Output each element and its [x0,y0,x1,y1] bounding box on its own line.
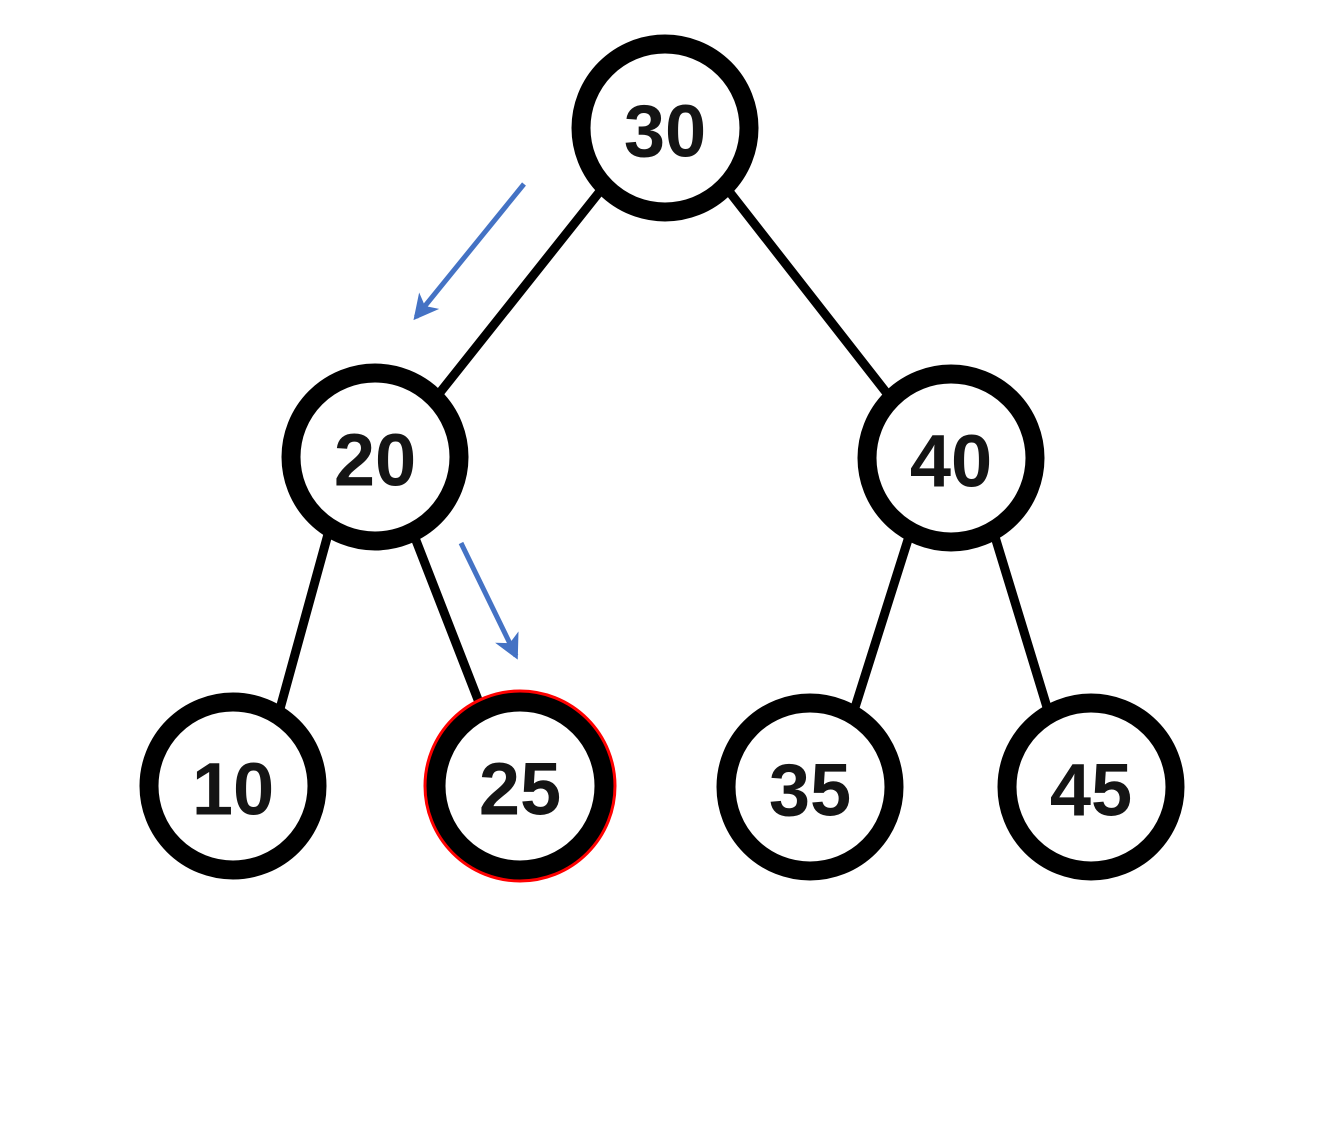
tree-node-circle[interactable] [997,693,1185,881]
tree-node-circle[interactable] [426,692,614,880]
tree-edge-20-10 [273,522,335,721]
tree-edge-20-25 [405,520,487,715]
tree-node-label: 20 [334,419,416,502]
tree-node-label: 45 [1050,749,1132,832]
blue-arrow-icon-2 [458,541,519,660]
tree-node-circle[interactable] [857,364,1045,552]
tree-node-circle[interactable] [571,34,759,222]
tree-node-40[interactable]: 40 [857,364,1045,552]
tree-edge-30-40 [723,185,894,401]
tree-nodes-layer: 30 20 40 10 25 [139,34,1185,883]
tree-edges-layer [273,185,1055,722]
tree-node-label: 35 [769,749,851,832]
tree-node-circle[interactable] [281,363,469,551]
tree-node-label: 10 [192,748,274,831]
blue-arrow-icon-1 [413,182,526,321]
tree-node-circle[interactable] [139,692,327,880]
tree-node-label: 30 [624,90,706,173]
tree-node-25-highlighted[interactable]: 25 [423,689,617,883]
annotation-arrows-layer [413,182,526,660]
tree-node-45[interactable]: 45 [997,693,1185,881]
tree-node-10[interactable]: 10 [139,692,327,880]
tree-edge-30-20 [433,185,606,400]
tree-node-label: 25 [479,748,561,831]
tree-node-circle[interactable] [716,693,904,881]
tree-node-35[interactable]: 35 [716,693,904,881]
tree-edge-40-35 [847,522,917,722]
tree-edge-40-45 [987,522,1055,722]
tree-node-label: 40 [910,420,992,503]
tree-node-30[interactable]: 30 [571,34,759,222]
tree-node-20[interactable]: 20 [281,363,469,551]
